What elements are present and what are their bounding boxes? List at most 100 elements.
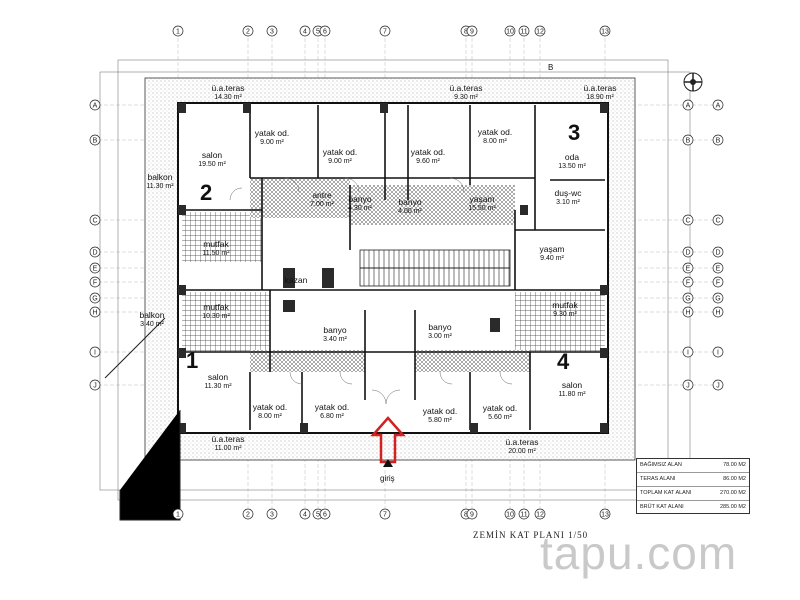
svg-text:7: 7 <box>383 29 387 36</box>
axis-top-6: 6 <box>319 25 331 37</box>
svg-text:3: 3 <box>270 512 274 519</box>
room-area: 8.00 m² <box>483 138 507 145</box>
room-name: yatak od. <box>483 403 518 413</box>
svg-text:J: J <box>93 383 97 390</box>
room-name: mutfak <box>203 239 229 249</box>
room-name: yatak od. <box>411 147 446 157</box>
room-area: 11.30 m² <box>146 183 174 190</box>
room-name: yatak od. <box>253 402 288 412</box>
svg-text:11: 11 <box>520 29 527 36</box>
svg-text:10: 10 <box>506 512 514 519</box>
room-name: ü.a.teras <box>449 83 482 93</box>
room-name: banyo <box>323 325 346 335</box>
axis-top-1: 1 <box>172 25 184 37</box>
svg-text:E: E <box>716 266 721 273</box>
interior-walls <box>182 105 605 430</box>
axis-right-G: G <box>682 292 694 304</box>
axis-left-I: I <box>89 346 101 358</box>
axis-top-9: 9 <box>466 25 478 37</box>
svg-text:12: 12 <box>536 512 544 519</box>
balcony-railing <box>104 317 181 521</box>
columns <box>178 103 608 433</box>
svg-text:B: B <box>686 138 691 145</box>
room-name: yatak od. <box>255 128 290 138</box>
svg-text:C: C <box>92 218 97 225</box>
room-name: balkon <box>147 172 172 182</box>
stairs <box>359 249 511 287</box>
svg-text:9: 9 <box>470 29 474 36</box>
svg-text:1: 1 <box>176 29 180 36</box>
room-dus-wc: duş-wc3.10 m² <box>555 188 583 206</box>
axis-top-7: 7 <box>379 25 391 37</box>
room-area: 9.30 m² <box>454 94 478 101</box>
room-yatak-e: yatak od.8.00 m² <box>253 402 288 420</box>
room-area: 3.40 m² <box>323 336 347 343</box>
room-area: 9.30 m² <box>553 311 577 318</box>
room-area: 9.40 m² <box>540 255 564 262</box>
svg-text:2: 2 <box>246 29 250 36</box>
svg-text:I: I <box>687 350 689 357</box>
room-area: 3.40 m² <box>140 321 164 328</box>
axis-top-13: 13 <box>599 25 611 37</box>
area-value: 285.00 M2 <box>720 504 746 510</box>
axis-top-12: 12 <box>534 25 546 37</box>
axis-bottom-13: 13 <box>599 508 611 520</box>
room-area: 4.00 m² <box>398 208 422 215</box>
area-value: 270.00 M2 <box>720 490 746 496</box>
room-area: 5.60 m² <box>488 414 512 421</box>
axis-top-11: 11 <box>518 25 530 37</box>
svg-text:H: H <box>92 310 97 317</box>
room-name: yaşam <box>469 194 494 204</box>
svg-text:1: 1 <box>176 512 180 519</box>
north-arrow-icon <box>683 72 703 92</box>
svg-text:A: A <box>93 103 98 110</box>
area-value: 86.00 M2 <box>723 476 746 482</box>
entrance-triangle-icon <box>383 459 393 467</box>
room-area: 9.00 m² <box>328 158 352 165</box>
svg-text:I: I <box>94 350 96 357</box>
door-swings <box>229 177 513 405</box>
svg-text:11: 11 <box>520 512 527 519</box>
room-area: 11.00 m² <box>214 445 242 452</box>
watermark-logo: tapu.com <box>540 527 738 579</box>
svg-text:H: H <box>715 310 720 317</box>
room-name: salon <box>208 372 229 382</box>
room-name: oda <box>565 152 579 162</box>
axis-bottom-1: 1 <box>172 508 184 520</box>
svg-text:F: F <box>716 280 720 287</box>
axis-left-B: B <box>89 134 101 146</box>
room-yatak-b: yatak od.9.00 m² <box>323 147 358 165</box>
unit-number-3: 3 <box>568 120 580 145</box>
axis-right-outer-G: G <box>712 292 724 304</box>
svg-text:A: A <box>686 103 691 110</box>
room-area: 8.00 m² <box>258 413 282 420</box>
axis-right-outer-B: B <box>712 134 724 146</box>
room-area: 6.80 m² <box>320 413 344 420</box>
room-name: yaşam <box>539 244 564 254</box>
svg-text:E: E <box>93 266 98 273</box>
svg-text:F: F <box>686 280 690 287</box>
room-name: mutfak <box>203 302 229 312</box>
axis-bottom-10: 10 <box>504 508 516 520</box>
room-area: 13.50 m² <box>558 163 586 170</box>
room-area: 11.30 m² <box>204 383 232 390</box>
axis-right-outer-C: C <box>712 214 724 226</box>
area-label: TOPLAM KAT ALANI <box>640 490 692 496</box>
svg-text:8: 8 <box>464 29 468 36</box>
svg-text:9: 9 <box>470 512 474 519</box>
axis-bottom-7: 7 <box>379 508 391 520</box>
area-label: TERAS ALANI <box>640 476 676 482</box>
axis-right-outer-J: J <box>712 379 724 391</box>
